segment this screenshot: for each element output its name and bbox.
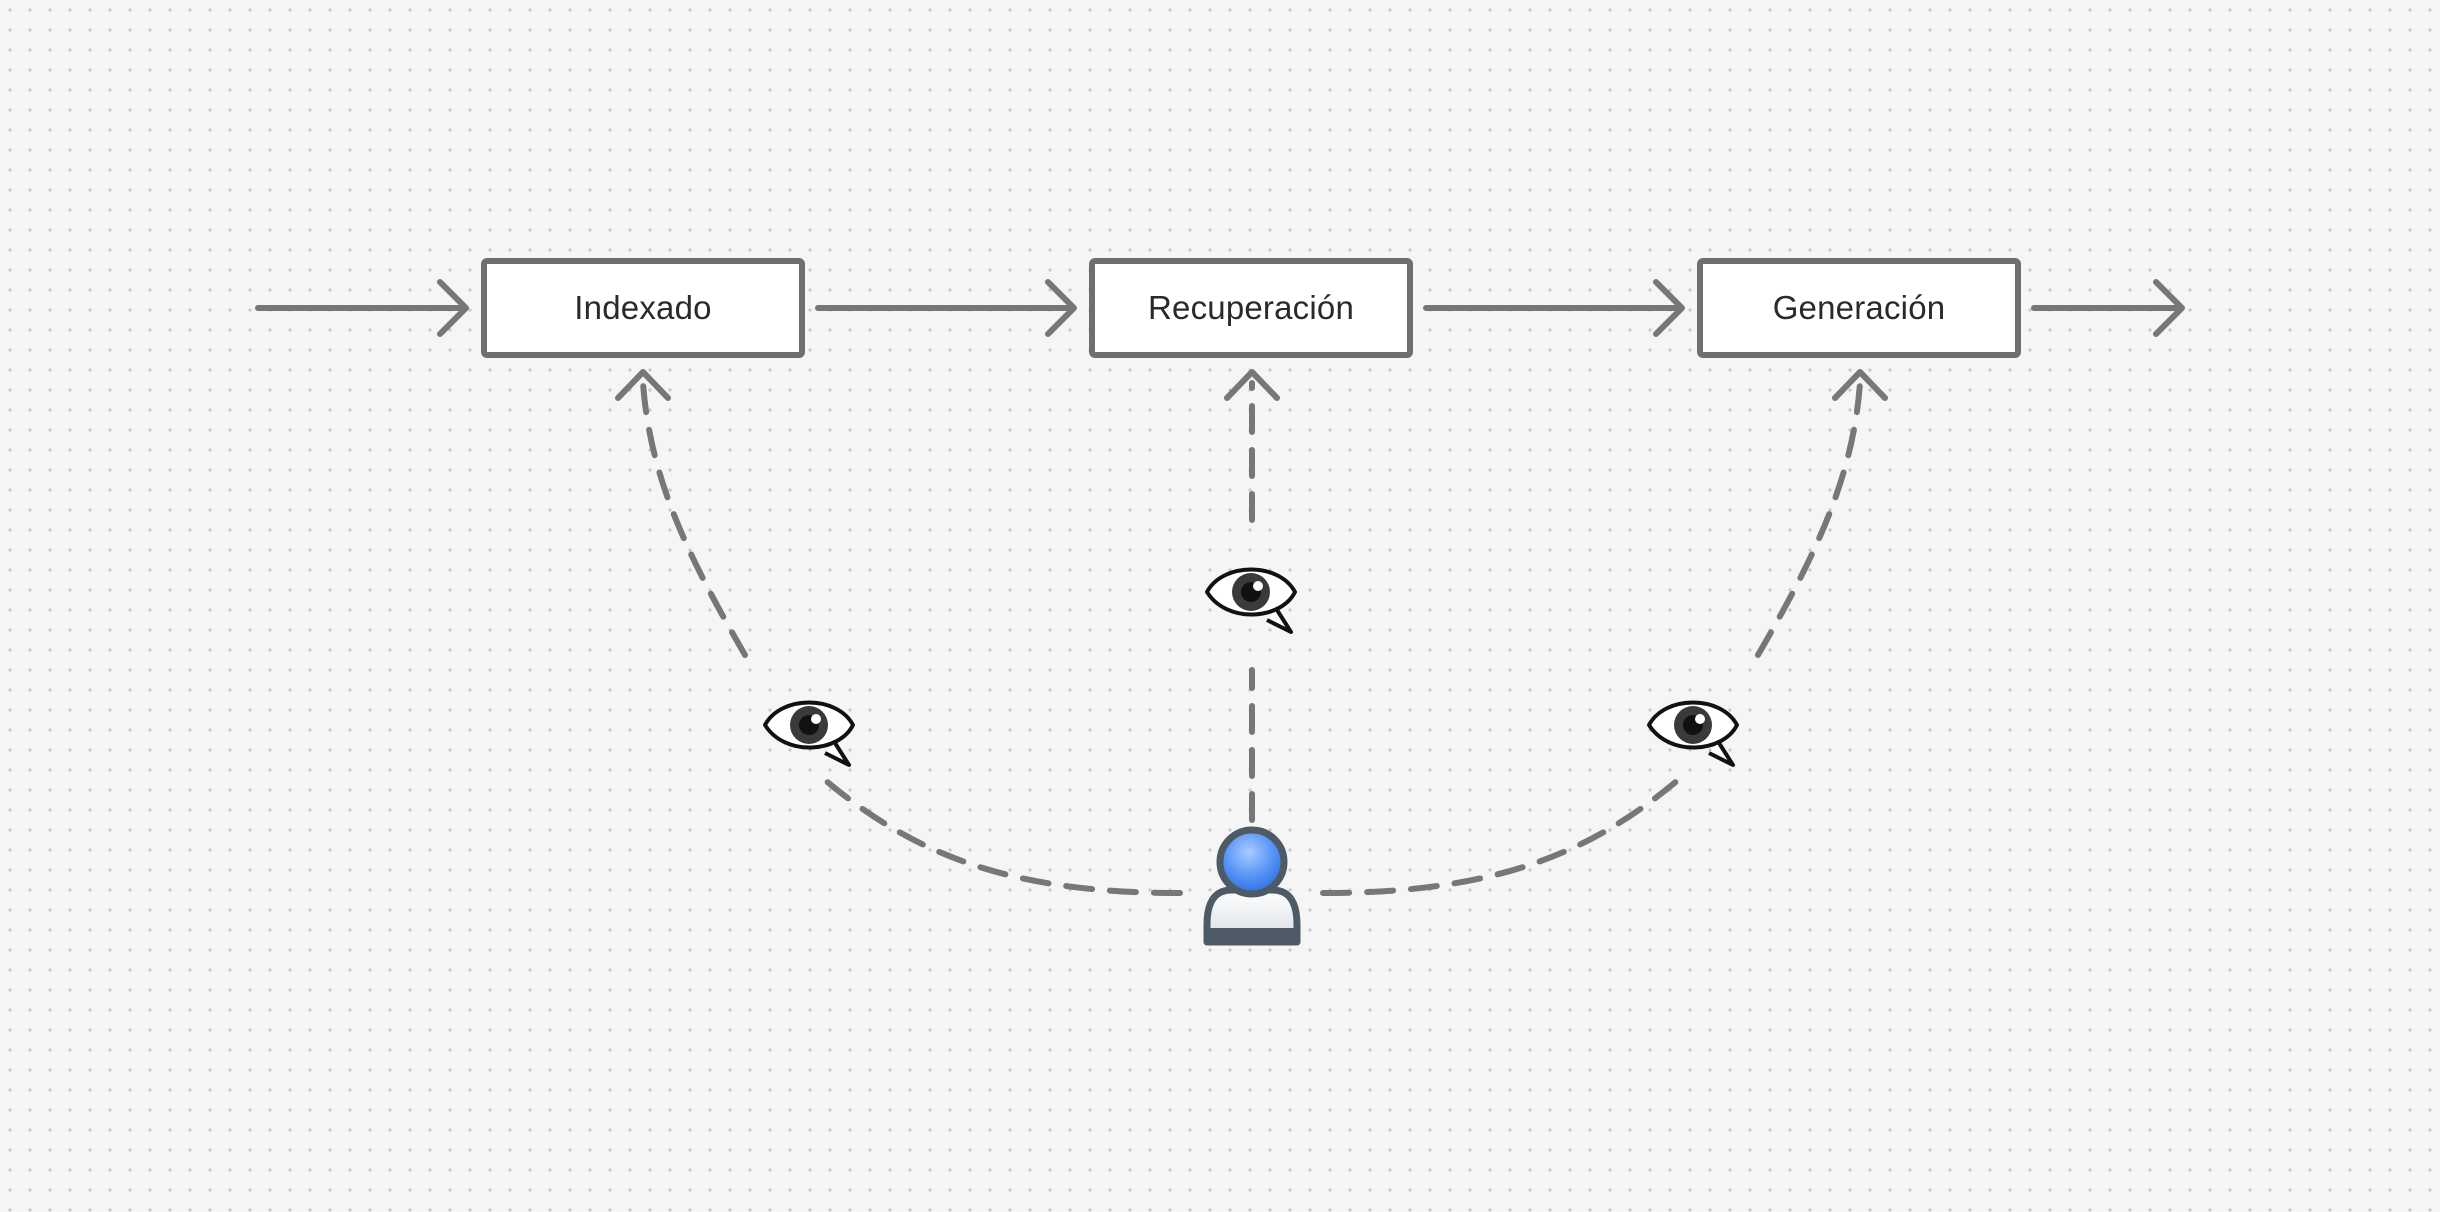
stage-box-generacion[interactable]: Generación [1697,258,2021,358]
output-arrow [2031,279,2185,337]
input-arrow [255,279,469,337]
indexado-arrowhead [615,369,671,401]
stage-box-indexado[interactable]: Indexado [481,258,805,358]
eye-speech-icon [763,700,855,767]
observer-to-generacion-connector [1320,380,1863,896]
recuperacion-arrowhead [1224,369,1280,401]
eye-speech-icon [1647,700,1739,767]
stage-label: Indexado [574,289,712,326]
person-icon [1203,826,1301,946]
generacion-arrowhead [1832,369,1888,401]
observer-to-indexado-connector [640,380,1183,896]
stage-box-recuperacion[interactable]: Recuperación [1089,258,1413,358]
eye-speech-icon [1205,567,1297,634]
recuperacion-to-generacion-arrow [1423,279,1685,337]
stage-label: Recuperación [1147,289,1355,326]
stage-label: Generación [1772,289,1946,326]
indexado-to-recuperacion-arrow [815,279,1077,337]
